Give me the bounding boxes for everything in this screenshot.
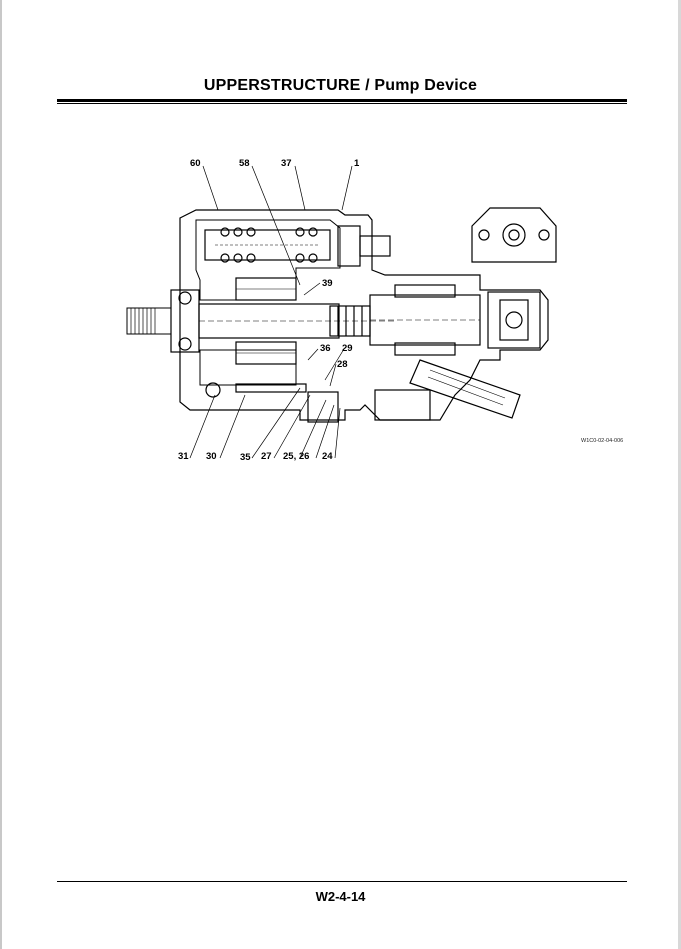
callout-24: 24	[322, 451, 333, 462]
page-title: UPPERSTRUCTURE / Pump Device	[203, 77, 478, 94]
callout-28: 28	[337, 359, 348, 370]
page-edge-left	[0, 0, 2, 949]
callout-36: 36	[320, 343, 331, 354]
callout-37: 37	[281, 158, 292, 169]
header-rule	[57, 99, 627, 102]
callout-60: 60	[190, 158, 201, 169]
footer-rule	[57, 881, 627, 882]
page-number: W2-4-14	[315, 889, 366, 904]
callout-25-26: 25, 26	[283, 451, 309, 462]
callout-30: 30	[206, 451, 217, 462]
callout-58: 58	[239, 158, 250, 169]
callout-31: 31	[178, 451, 189, 462]
callout-29: 29	[342, 343, 353, 354]
header-rule-thin	[57, 103, 627, 104]
page-edge-right	[678, 0, 681, 949]
callout-35: 35	[240, 452, 251, 463]
figure-code: W1C0-02-04-006	[581, 438, 623, 444]
callout-1: 1	[354, 158, 360, 169]
callout-27: 27	[261, 451, 272, 462]
callout-39: 39	[322, 278, 333, 289]
